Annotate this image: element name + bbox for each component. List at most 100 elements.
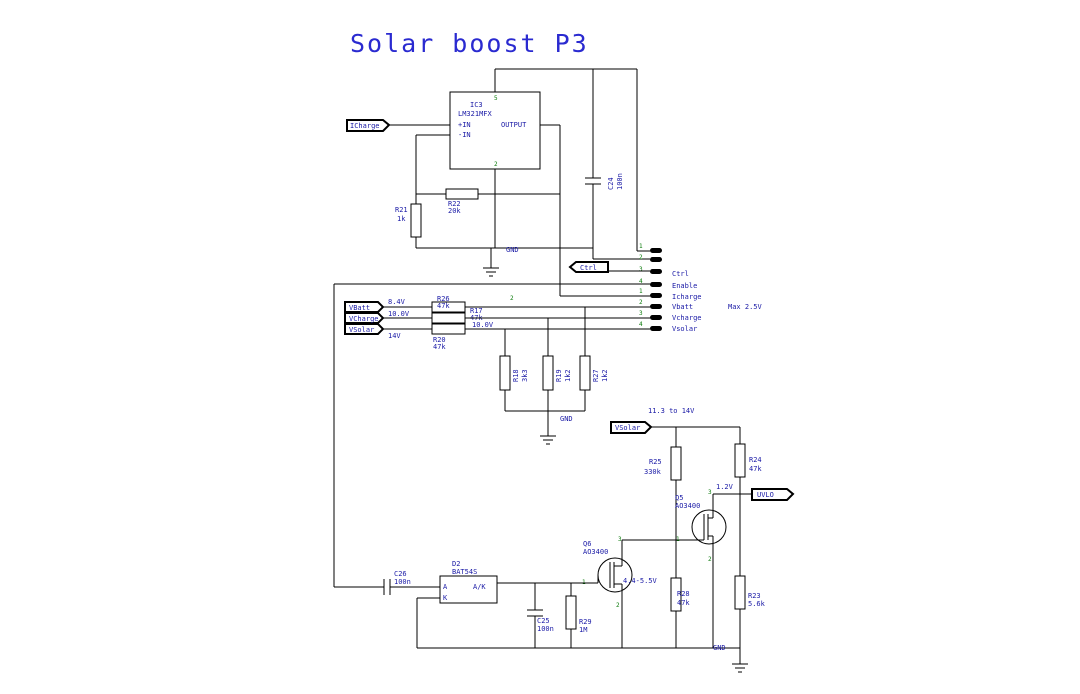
connector: [650, 248, 662, 331]
r19-ref: R19: [555, 369, 563, 382]
r25: [670, 446, 682, 481]
q6-pin2: 2: [616, 602, 620, 609]
sig-vcharge: Vcharge: [672, 314, 702, 322]
r21-val: 1k: [397, 215, 406, 223]
r29-ref: R29: [579, 618, 592, 626]
d2-ak: A/K: [473, 583, 486, 591]
ic3-body: [449, 91, 541, 170]
r20-val: 47k: [433, 343, 446, 351]
q5: [691, 509, 727, 545]
d2-a: A: [443, 583, 448, 591]
page-title: Solar boost P3: [350, 29, 589, 58]
r24-val: 47k: [749, 465, 762, 473]
note-4v4: 4.4-5.5V: [623, 577, 658, 585]
ctrl-port[interactable]: [568, 261, 609, 273]
q5-ref: Q5: [675, 494, 683, 502]
r23-val: 5.6k: [748, 600, 766, 608]
conn-pin-4b: 4: [639, 321, 643, 328]
sig-vbatt: Vbatt: [672, 303, 693, 311]
r29: [565, 595, 577, 630]
r27-ref: R27: [592, 369, 600, 382]
uvlo-port[interactable]: [751, 488, 795, 501]
note-max: Max 2.5V: [728, 303, 763, 311]
q5-pin1: 1: [676, 536, 680, 543]
r28-val: 47k: [677, 599, 690, 607]
q6-pin3: 3: [618, 536, 622, 543]
ic3-pin5: 5: [494, 95, 498, 102]
vcharge-port[interactable]: [344, 312, 385, 324]
q5-part: AO3400: [675, 502, 700, 510]
r18: [499, 355, 511, 391]
r28-ref: R28: [677, 590, 690, 598]
r21-ref: R21: [395, 206, 408, 214]
r22: [445, 188, 479, 200]
r29-val: 1M: [579, 626, 587, 634]
note-1v2: 1.2V: [716, 483, 734, 491]
q5-pin2: 2: [708, 556, 712, 563]
d2: [439, 575, 498, 604]
c24-val: 100n: [616, 173, 624, 190]
c26-val: 100n: [394, 578, 411, 586]
q6-part: AO3400: [583, 548, 608, 556]
gnd-label-mid: GND: [560, 415, 573, 423]
ctrl-port-label: Ctrl: [580, 264, 597, 272]
c26-ref: C26: [394, 570, 407, 578]
conn-pin-2: 2: [639, 254, 643, 261]
conn-pin-1: 1: [639, 243, 643, 250]
sig-enable: Enable: [672, 282, 697, 290]
conn-pin-2b: 2: [639, 299, 643, 306]
r22-val: 20k: [448, 207, 461, 215]
sig-ctrl: Ctrl: [672, 270, 689, 278]
note-10v-a: 10.0V: [388, 310, 410, 318]
icharge-port-label: ICharge: [350, 122, 380, 130]
r17: [431, 312, 466, 324]
vsolar-port-right[interactable]: [610, 421, 653, 434]
q5-pin3: 3: [708, 489, 712, 496]
ic3-part: LM321MFX: [458, 110, 493, 118]
r18-ref: R18: [512, 369, 520, 382]
ic3-in-minus: -IN: [458, 131, 471, 139]
ic3-output: OUTPUT: [501, 121, 527, 129]
c25-ref: C25: [537, 617, 550, 625]
r19: [542, 355, 554, 391]
r26-ref: R26: [437, 295, 450, 303]
vsolar-port-left[interactable]: [344, 323, 385, 335]
net-2: 2: [510, 295, 514, 302]
ic3-in-plus: +IN: [458, 121, 471, 129]
q6: [597, 557, 633, 593]
gnd-label-top: GND: [506, 246, 519, 254]
ic3-pin2: 2: [494, 161, 498, 168]
c24-ref: C24: [607, 177, 615, 190]
vbatt-port-label: VBatt: [349, 304, 370, 312]
ic3-ref: IC3: [470, 101, 483, 109]
r27-val: 1k2: [601, 369, 609, 382]
r20-ref: R20: [433, 336, 446, 344]
vcharge-port-label: VCharge: [349, 315, 379, 323]
r17-ref: R17: [470, 307, 483, 315]
conn-pin-3: 3: [639, 266, 643, 273]
vsolar-port-left-label: VSolar: [349, 326, 374, 334]
conn-pin-3b: 3: [639, 310, 643, 317]
note-14v: 14V: [388, 332, 401, 340]
q6-ref: Q6: [583, 540, 591, 548]
sig-icharge: Icharge: [672, 293, 702, 301]
vsolar-port-right-label: VSolar: [615, 424, 640, 432]
sig-vsolar: Vsolar: [672, 325, 697, 333]
r20: [431, 323, 466, 335]
gnd-label-bottom: GND: [713, 644, 726, 652]
note-10v-b: 10.0V: [472, 321, 494, 329]
r25-val: 330k: [644, 468, 662, 476]
r25-ref: R25: [649, 458, 662, 466]
r22-ref: R22: [448, 200, 461, 208]
c25-val: 100n: [537, 625, 554, 633]
d2-part: BAT54S: [452, 568, 477, 576]
r27: [579, 355, 591, 391]
r23-ref: R23: [748, 592, 761, 600]
r26-val: 47k: [437, 302, 450, 310]
d2-k: K: [443, 594, 448, 602]
note-range: 11.3 to 14V: [648, 407, 695, 415]
icharge-port[interactable]: [346, 119, 391, 132]
vbatt-port[interactable]: [344, 301, 385, 313]
conn-pin-1b: 1: [639, 288, 643, 295]
